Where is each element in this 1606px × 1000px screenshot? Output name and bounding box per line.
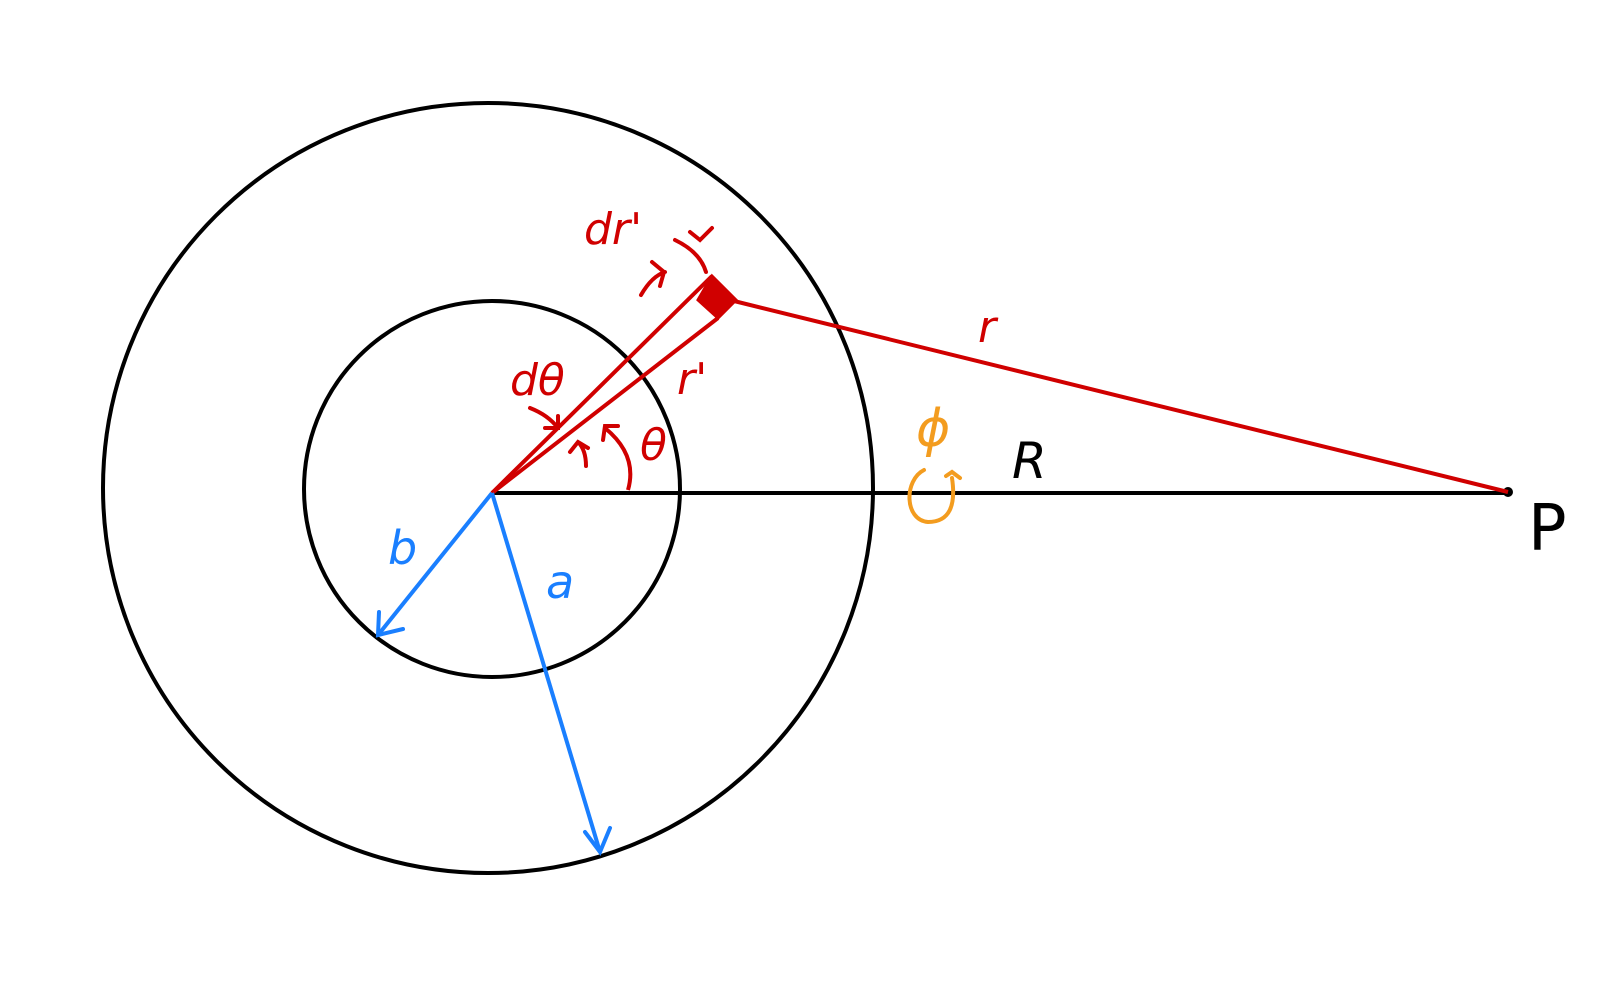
radius-b-line	[376, 491, 494, 637]
label-d-theta: dθ	[510, 355, 565, 406]
theta-arc	[603, 426, 633, 491]
label-theta: θ	[640, 420, 667, 471]
label-r: r	[978, 302, 999, 353]
label-b: b	[388, 521, 417, 575]
radius-a-arrowhead	[583, 826, 612, 856]
dr-prime-arrow-upper	[673, 226, 714, 274]
volume-element	[696, 273, 739, 321]
label-r-prime: r'	[677, 354, 707, 405]
radial-line-r-prime	[490, 316, 720, 495]
radial-line-upper	[490, 274, 714, 495]
line-r	[733, 299, 1509, 494]
label-a: a	[546, 555, 574, 609]
small-arrow-near-origin	[568, 439, 590, 468]
dr-prime-arrow-lower	[639, 260, 667, 297]
radius-a-line	[490, 492, 602, 853]
inner-circle	[302, 299, 682, 679]
label-P: P	[1528, 492, 1567, 566]
phi-rotation-icon	[907, 468, 962, 525]
outer-circle	[101, 101, 875, 875]
label-phi: ϕ	[916, 399, 950, 459]
radius-b-arrowhead	[375, 610, 405, 638]
label-R: R	[1012, 432, 1047, 490]
d-theta-arrow	[528, 406, 560, 430]
label-dr-prime: dr'	[584, 204, 642, 255]
theta-arc-arrowhead	[601, 424, 620, 442]
